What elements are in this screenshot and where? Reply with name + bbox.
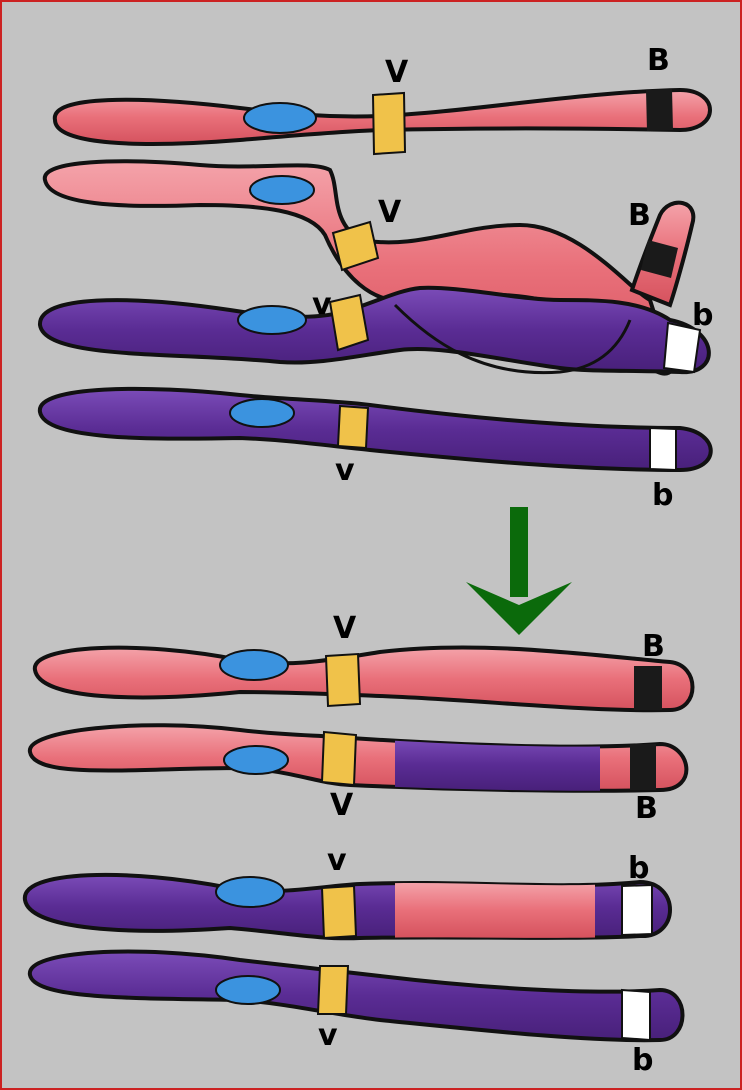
gene-V-band — [326, 654, 360, 706]
centromere-icon — [238, 306, 306, 334]
label-V: V — [330, 788, 354, 823]
label-B: B — [642, 629, 665, 664]
centromere-icon — [244, 103, 316, 133]
gene-v-band — [330, 295, 368, 350]
label-b: b — [632, 1043, 653, 1078]
label-v: v — [318, 1018, 338, 1053]
gene-B-band — [630, 744, 656, 790]
gene-v-band — [338, 406, 368, 448]
centromere-icon — [220, 650, 288, 680]
chromatid-purple-recombinant — [25, 875, 670, 938]
gene-v-band — [318, 966, 348, 1014]
label-b: b — [652, 478, 673, 513]
gene-v-band — [322, 886, 356, 938]
gene-V-band — [373, 93, 405, 154]
centromere-icon — [250, 176, 314, 204]
centromere-icon — [216, 877, 284, 907]
label-V: V — [385, 55, 409, 90]
label-b: b — [692, 298, 713, 333]
label-B: B — [647, 43, 670, 78]
label-v: v — [327, 843, 347, 878]
label-v: v — [335, 453, 355, 488]
label-V: V — [333, 611, 357, 646]
centromere-icon — [230, 399, 294, 427]
gene-b-band — [622, 990, 650, 1040]
gene-B-band — [634, 666, 662, 710]
centromere-icon — [224, 746, 288, 774]
gene-V-band — [322, 732, 356, 785]
label-B: B — [628, 198, 651, 233]
label-B: B — [635, 791, 658, 826]
label-V: V — [378, 195, 402, 230]
centromere-icon — [216, 976, 280, 1004]
label-v: v — [312, 287, 332, 322]
label-b: b — [628, 851, 649, 886]
gene-B-band — [646, 89, 673, 131]
gene-b-band — [650, 428, 676, 470]
gene-b-band — [622, 885, 652, 935]
